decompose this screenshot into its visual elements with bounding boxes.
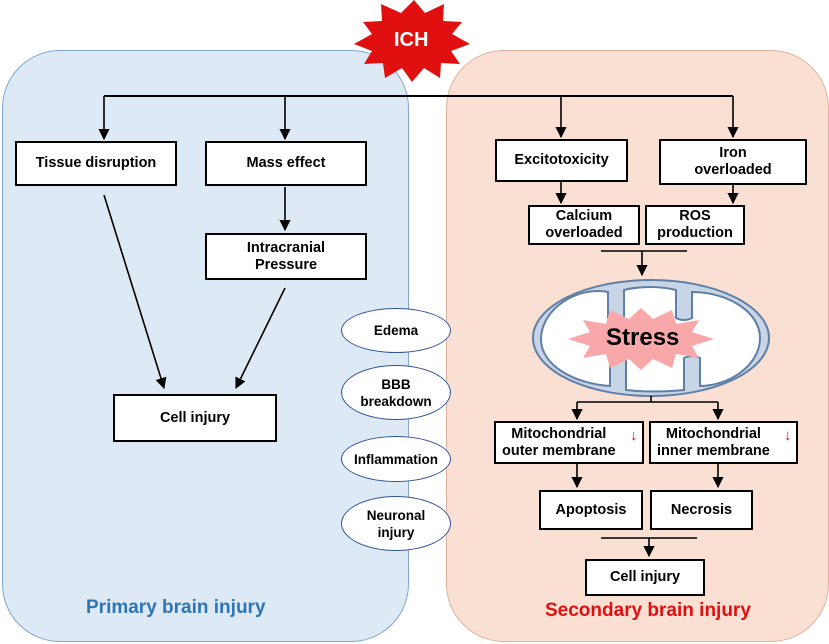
mito-inner-decrease-arrow: ↓ <box>784 427 792 444</box>
neuronal-injury-oval: Neuronal injury <box>341 496 451 551</box>
calcium-overloaded-box: Calcium overloaded <box>528 205 640 245</box>
arrow-tissue-to-cell-injury <box>103 194 167 390</box>
ich-burst <box>354 0 470 82</box>
cell-injury-box-primary: Cell injury <box>113 394 277 442</box>
inflammation-oval: Inflammation <box>341 436 451 482</box>
secondary-injury-label: Secondary brain injury <box>545 600 751 621</box>
apoptosis-box: Apoptosis <box>539 490 643 530</box>
mito-outer-membrane-box: Mitochondrial outer membrane <box>494 421 644 464</box>
ich-label: ICH <box>394 29 429 51</box>
intracranial-pressure-box: Intracranial Pressure <box>205 233 367 280</box>
edema-oval: Edema <box>341 308 451 353</box>
ros-production-box: ROS production <box>645 205 745 245</box>
iron-overloaded-box: Iron overloaded <box>659 139 807 185</box>
arrow-pressure-to-cell-injury <box>235 287 286 390</box>
stress-burst <box>568 308 714 370</box>
excitotoxicity-box: Excitotoxicity <box>495 139 628 182</box>
tissue-disruption-box: Tissue disruption <box>15 141 177 186</box>
mass-effect-box: Mass effect <box>205 141 367 186</box>
bbb-breakdown-oval: BBB breakdown <box>341 365 451 420</box>
cell-injury-box-secondary: Cell injury <box>585 559 705 596</box>
primary-injury-label: Primary brain injury <box>86 597 266 618</box>
mito-outer-decrease-arrow: ↓ <box>630 427 638 444</box>
necrosis-box: Necrosis <box>650 490 753 530</box>
mito-inner-membrane-box: Mitochondrial inner membrane <box>649 421 798 464</box>
stress-label: Stress <box>606 324 680 351</box>
